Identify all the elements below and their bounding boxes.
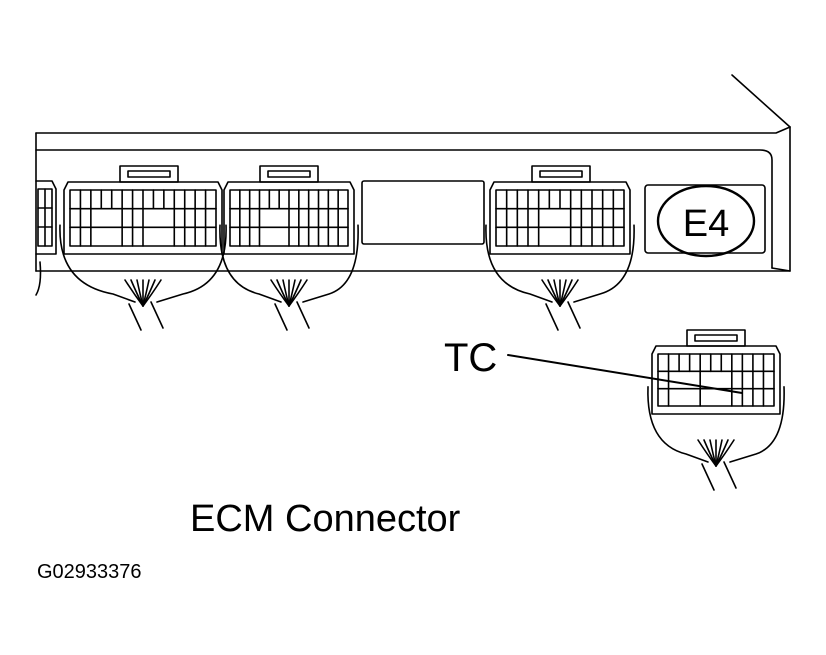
harness-tube [702, 464, 714, 490]
diagram-title: ECM Connector [190, 498, 461, 540]
connector-shell [652, 346, 780, 414]
connector-code-label: E4 [683, 203, 729, 245]
harness-outline [157, 225, 226, 302]
harness-tube [297, 302, 309, 328]
harness-outline [648, 387, 708, 462]
connector-1 [60, 166, 226, 330]
connector-partial-left [36, 181, 56, 295]
connector-latch [260, 166, 318, 182]
cavity-frame [658, 354, 774, 406]
harness-outline [220, 225, 281, 302]
latch-slot [695, 335, 737, 341]
wire-strand [560, 280, 578, 306]
harness-outline [36, 262, 41, 295]
harness-outline [486, 225, 552, 302]
connector-3 [486, 166, 634, 330]
connector-shell [490, 182, 630, 254]
connector-code-oval [658, 186, 754, 256]
harness-outline [303, 225, 358, 302]
harness-tube [568, 302, 580, 328]
harness-tube [129, 304, 141, 330]
figure-code: G02933376 [37, 561, 142, 583]
connector-shell [224, 182, 354, 254]
latch-slot [540, 171, 582, 177]
connector-latch [532, 166, 590, 182]
harness-tube [724, 462, 736, 488]
connector-latch [687, 330, 745, 346]
harness-outline [60, 225, 135, 302]
harness-tube [275, 304, 287, 330]
connector-latch [120, 166, 178, 182]
wire-strand [716, 440, 734, 466]
connector-tc [648, 330, 784, 490]
connector-2 [220, 166, 358, 330]
latch-slot [268, 171, 310, 177]
blank-panel [362, 181, 484, 244]
harness-tube [546, 304, 558, 330]
connector-shell [36, 181, 56, 254]
harness-outline [574, 225, 634, 302]
wire-strand [143, 280, 161, 306]
ecm-housing [36, 75, 790, 271]
tc-terminal-label: TC [444, 336, 498, 380]
tc-leader-line [508, 355, 742, 393]
harness-tube [151, 302, 163, 328]
wire-strand [289, 280, 307, 306]
harness-outline [730, 387, 784, 462]
latch-slot [128, 171, 170, 177]
